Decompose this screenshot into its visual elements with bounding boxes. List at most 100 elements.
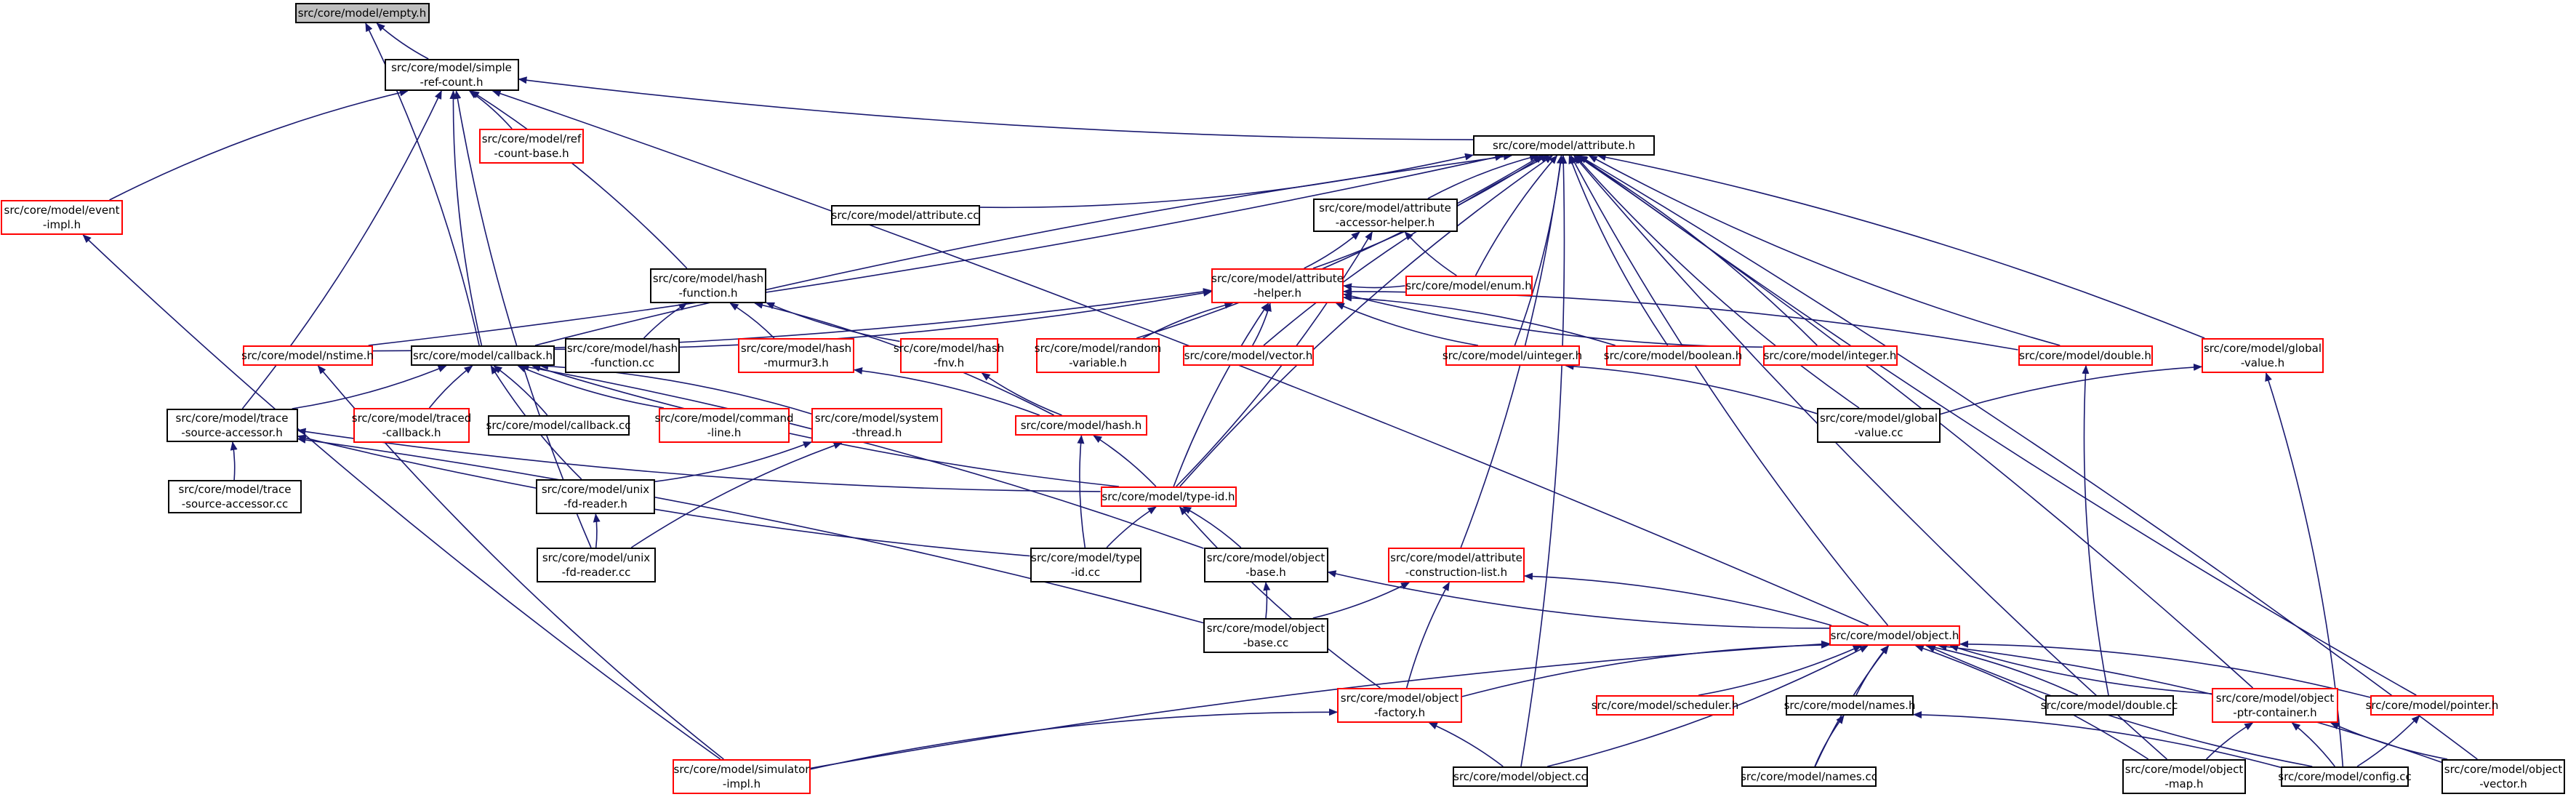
node-systhread[interactable]: src/core/model/system-thread.h (811, 408, 942, 443)
node-cmdline[interactable]: src/core/model/command-line.h (654, 408, 794, 443)
node-integer[interactable]: src/core/model/integer.h (1762, 345, 1898, 366)
node-typeidcc[interactable]: src/core/model/type-id.cc (1030, 548, 1141, 582)
node-label: src/core/model/unix (541, 483, 650, 496)
node-boolean[interactable]: src/core/model/boolean.h (1603, 345, 1743, 366)
node-uinteger[interactable]: src/core/model/uinteger.h (1443, 345, 1582, 366)
edge-objectcc-to-objfactory (1428, 722, 1504, 767)
edge-uinteger-to-attrhelper (1335, 303, 1479, 346)
node-hash[interactable]: src/core/model/hash.h (1015, 415, 1147, 436)
node-attrconstr[interactable]: src/core/model/attribute-construction-li… (1388, 548, 1525, 582)
node-event[interactable]: src/core/model/event-impl.h (1, 200, 123, 235)
node-hashfunccc[interactable]: src/core/model/hash-function.cc (565, 338, 680, 373)
node-empty[interactable]: src/core/model/empty.h (294, 3, 430, 23)
node-murmur[interactable]: src/core/model/hash-murmur3.h (738, 338, 854, 373)
node-label: src/core/model/attribute.cc (831, 209, 979, 222)
node-label: -thread.h (851, 426, 902, 439)
node-label: src/core/model/system (814, 412, 939, 425)
edge-objectcc-to-object (1547, 645, 1869, 767)
edge-typeid-to-hash (1093, 435, 1157, 487)
node-tracesrccc[interactable]: src/core/model/trace-source-accessor.cc (168, 480, 302, 513)
node-enum[interactable]: src/core/model/enum.h (1405, 276, 1533, 296)
node-pointer[interactable]: src/core/model/pointer.h (2366, 695, 2498, 716)
edge-configcc-to-object (1926, 645, 2313, 767)
node-label: src/core/model/object (2215, 692, 2335, 705)
edge-refbase-to-simple (468, 90, 513, 129)
node-callback[interactable]: src/core/model/callback.h (411, 345, 555, 366)
node-label: src/core/model/boolean.h (1603, 349, 1743, 362)
node-globalvaluecc[interactable]: src/core/model/global-value.cc (1817, 408, 1941, 443)
edge-callbackcc-to-callback (493, 365, 548, 416)
node-callbackcc[interactable]: src/core/model/callback.cc (486, 415, 631, 436)
node-globalvalue[interactable]: src/core/model/global-value.h (2202, 338, 2324, 373)
node-attribute[interactable]: src/core/model/attribute.h (1473, 135, 1655, 156)
node-simimpl[interactable]: src/core/model/simulator-impl.h (673, 759, 811, 794)
node-label: src/core/model/type-id.h (1102, 490, 1235, 503)
edge-murmur-to-hashfunc (729, 303, 775, 339)
node-unixreadercc[interactable]: src/core/model/unix-fd-reader.cc (537, 548, 656, 582)
edge-random-to-attrhelper (1142, 301, 1234, 339)
node-label: src/core/model/command (654, 412, 794, 425)
node-objmap[interactable]: src/core/model/object-map.h (2122, 759, 2246, 794)
node-objbase[interactable]: src/core/model/object-base.h (1203, 548, 1328, 582)
node-scheduler[interactable]: src/core/model/scheduler.h (1592, 695, 1738, 716)
node-vector[interactable]: src/core/model/vector.h (1183, 345, 1314, 366)
node-tracedcb[interactable]: src/core/model/traced-callback.h (352, 408, 471, 443)
edge-configcc-to-ptrcont (2291, 722, 2335, 767)
edge-object-to-objbase (1327, 570, 1830, 629)
node-label: src/core/model/names.h (1783, 699, 1916, 712)
node-objvector[interactable]: src/core/model/object-vector.h (2441, 759, 2565, 794)
node-tracesrc[interactable]: src/core/model/trace-source-accessor.h (166, 409, 298, 442)
edge-hash-to-murmur (854, 367, 1040, 416)
edge-enum-to-attribute (1474, 155, 1558, 276)
node-label: -callback.h (382, 426, 441, 439)
edge-doublecc-to-object (1925, 644, 2079, 696)
edge-acchelper-to-attribute (1427, 153, 1539, 199)
node-label: -line.h (707, 426, 742, 439)
node-object[interactable]: src/core/model/object.h (1829, 625, 1960, 646)
node-typeid[interactable]: src/core/model/type-id.h (1100, 486, 1237, 507)
edge-integer-to-attribute (1576, 155, 1818, 346)
node-objectcc[interactable]: src/core/model/object.cc (1453, 766, 1588, 787)
edge-attrhelper-to-acchelper (1304, 231, 1360, 269)
node-configcc[interactable]: src/core/model/config.cc (2278, 766, 2412, 787)
node-label: -base.cc (1243, 636, 1289, 649)
node-doublecc[interactable]: src/core/model/double.cc (2041, 695, 2178, 716)
node-ptrcont[interactable]: src/core/model/object-ptr-container.h (2212, 688, 2338, 723)
node-double[interactable]: src/core/model/double.h (2018, 345, 2153, 366)
node-label: -accessor-helper.h (1335, 216, 1435, 229)
node-refbase[interactable]: src/core/model/ref-count-base.h (479, 129, 584, 164)
node-label: src/core/model/attribute (1211, 272, 1344, 285)
node-label: -murmur3.h (763, 356, 829, 369)
node-nstime[interactable]: src/core/model/nstime.h (241, 345, 374, 366)
edge-objfactory-to-typeid (1179, 506, 1381, 689)
node-label: src/core/model/object.cc (1453, 770, 1587, 783)
edge-objvector-to-ptrcont (2330, 722, 2448, 760)
node-acchelper[interactable]: src/core/model/attribute-accessor-helper… (1312, 199, 1458, 232)
node-label: src/core/model/attribute (1390, 551, 1522, 564)
edge-unixreadercc-to-systhread (630, 441, 843, 548)
edge-typeid-to-attribute (1179, 155, 1554, 487)
node-simple[interactable]: src/core/model/simple-ref-count.h (384, 59, 519, 91)
edge-cmdline-to-callback (517, 365, 665, 409)
node-unixreader[interactable]: src/core/model/unix-fd-reader.h (536, 479, 655, 514)
node-attrhelper[interactable]: src/core/model/attribute-helper.h (1211, 268, 1344, 303)
node-attributecc[interactable]: src/core/model/attribute.cc (830, 205, 980, 225)
node-label: src/core/model/object (2124, 763, 2244, 776)
node-label: -function.h (678, 287, 738, 300)
edge-globalvaluecc-to-uinteger (1565, 362, 1818, 414)
node-label: src/core/model/callback.cc (486, 419, 631, 432)
node-objfactory[interactable]: src/core/model/object-factory.h (1337, 688, 1462, 723)
node-label: src/core/model/object (1206, 551, 1325, 564)
edge-random-to-attribute (1136, 155, 1542, 339)
node-hashfunc[interactable]: src/core/model/hash-function.h (650, 268, 766, 303)
node-random[interactable]: src/core/model/random-variable.h (1035, 338, 1161, 373)
edge-hashfunccc-to-hashfunc (643, 303, 688, 339)
edge-namescc-to-names (1814, 715, 1845, 767)
node-label: src/core/model/simple (391, 61, 512, 74)
node-objbasecc[interactable]: src/core/model/object-base.cc (1203, 618, 1328, 653)
node-names[interactable]: src/core/model/names.h (1783, 695, 1916, 716)
node-namescc[interactable]: src/core/model/names.cc (1741, 766, 1877, 787)
node-fnv[interactable]: src/core/model/hash-fnv.h (894, 338, 1004, 373)
node-label: -source-accessor.h (181, 426, 283, 439)
